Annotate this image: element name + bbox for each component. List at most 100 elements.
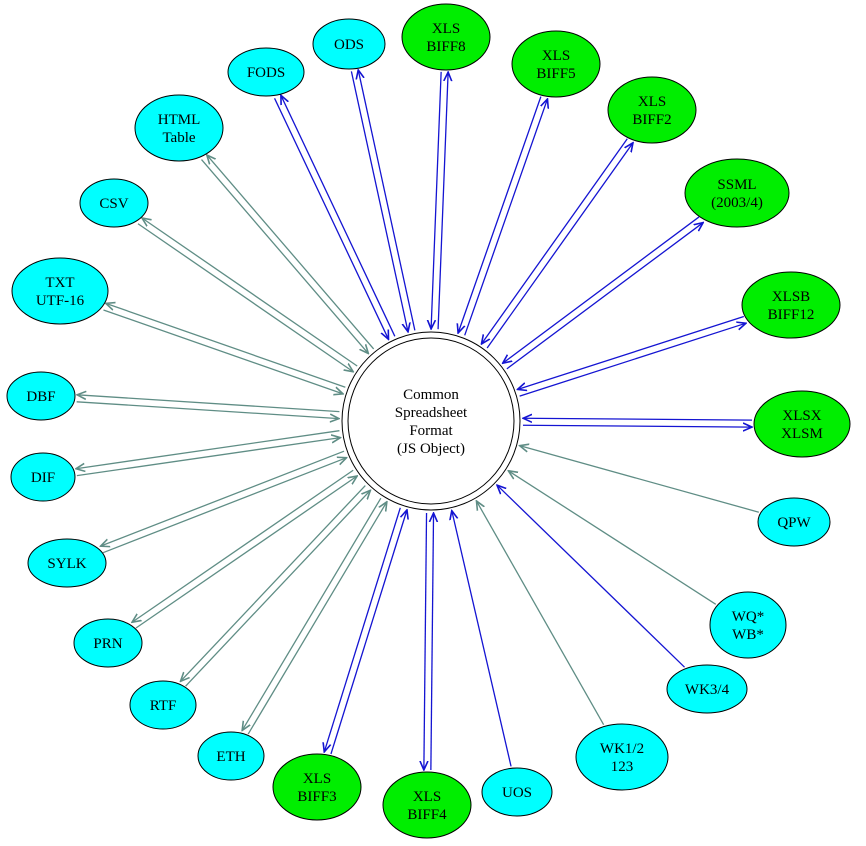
edge-sylk (101, 450, 347, 554)
node-prn-label: PRN (93, 636, 122, 652)
edge-csv (137, 218, 358, 372)
node-rtf: RTF (129, 680, 197, 730)
edge-fods-write (281, 95, 396, 337)
node-rtf-label: RTF (150, 698, 177, 714)
edge-xls-biff2 (481, 138, 633, 349)
node-ods-shape (312, 18, 386, 70)
edge-csv-read (137, 223, 353, 372)
edge-xls-biff3-read (330, 510, 407, 755)
node-qpw-shape (757, 497, 831, 547)
node-ods: ODS (312, 18, 386, 70)
node-eth: ETH (197, 731, 265, 781)
edge-wq-wb-read (508, 471, 717, 605)
edge-ods-write (358, 70, 416, 331)
edge-xlsx (523, 418, 752, 427)
edge-rtf (181, 485, 371, 687)
edge-html-table-read (201, 159, 369, 354)
edge-fods-read (273, 98, 389, 339)
edge-txt-utf16 (103, 303, 346, 394)
node-ssml-label: SSML(2003/4) (711, 177, 763, 211)
edge-xls-biff2-read (481, 138, 628, 344)
edge-dif-write (76, 430, 340, 469)
edge-xlsb-read (517, 315, 745, 390)
node-csv: CSV (79, 178, 149, 228)
node-xlsx-shape (753, 390, 851, 458)
node-wk12-shape (575, 723, 669, 791)
edge-eth-read (247, 502, 387, 735)
edge-eth-write (242, 497, 382, 730)
node-xls-biff3-shape (272, 753, 362, 821)
node-csf-outer-circle (341, 331, 521, 511)
node-dif: DIF (10, 452, 76, 502)
node-dif-shape (10, 452, 76, 502)
node-eth-shape (197, 731, 265, 781)
node-sylk-label: SYLK (47, 556, 86, 572)
edge-ods-read (350, 71, 408, 331)
edge-qpw (520, 446, 760, 513)
node-uos-shape (481, 767, 553, 817)
edge-xls-biff4-read (431, 513, 434, 771)
node-wq-wb-shape (709, 591, 787, 659)
node-xls-biff2-shape (607, 76, 697, 144)
edge-xls-biff3 (324, 507, 407, 755)
node-sylk-shape (27, 538, 107, 588)
edge-uos-read (452, 511, 512, 767)
node-dbf: DBF (6, 371, 76, 421)
node-fods: FODS (227, 47, 305, 97)
node-prn: PRN (73, 618, 143, 668)
edge-sylk-write (101, 450, 345, 546)
edge-qpw-read (520, 446, 760, 513)
node-qpw: QPW (757, 497, 831, 547)
node-qpw-label: QPW (777, 515, 811, 531)
edge-xls-biff5 (458, 96, 547, 336)
node-csv-shape (79, 178, 149, 228)
edge-xlsb (517, 315, 745, 397)
node-wk34-shape (666, 664, 748, 714)
node-txt-utf16-shape (11, 257, 109, 325)
node-csv-label: CSV (99, 196, 128, 212)
node-wq-wb-label: WQ*WB* (732, 609, 765, 643)
edge-dbf-write (77, 395, 340, 413)
edge-prn (132, 469, 357, 629)
edge-dif-read (76, 438, 341, 477)
node-rtf-shape (129, 680, 197, 730)
edge-ssml (503, 216, 704, 370)
node-ods-label: ODS (334, 37, 364, 53)
edge-xls-biff2-write (486, 143, 633, 349)
edge-fods (273, 95, 396, 339)
node-html-table-shape (134, 94, 224, 162)
edge-wk34 (497, 485, 685, 668)
node-fods-shape (227, 47, 305, 97)
node-dbf-label: DBF (26, 389, 55, 405)
edge-sylk-read (102, 458, 346, 554)
edge-xls-biff4-write (424, 512, 427, 770)
edge-xls-biff8-write (437, 72, 448, 330)
edge-xls-biff3-write (324, 507, 401, 752)
node-ssml: SSML(2003/4) (684, 158, 790, 228)
node-dbf-shape (6, 371, 76, 421)
edge-html-table (201, 155, 375, 354)
edge-xls-biff4 (424, 513, 434, 770)
edge-dif (76, 430, 341, 477)
node-sylk: SYLK (27, 538, 107, 588)
edge-xlsx-write (522, 425, 752, 427)
edge-html-table-write (207, 155, 375, 350)
edge-txt-utf16-write (106, 303, 346, 388)
node-wk34-label: WK3/4 (685, 682, 730, 698)
node-ssml-shape (684, 158, 790, 228)
node-prn-shape (73, 618, 143, 668)
